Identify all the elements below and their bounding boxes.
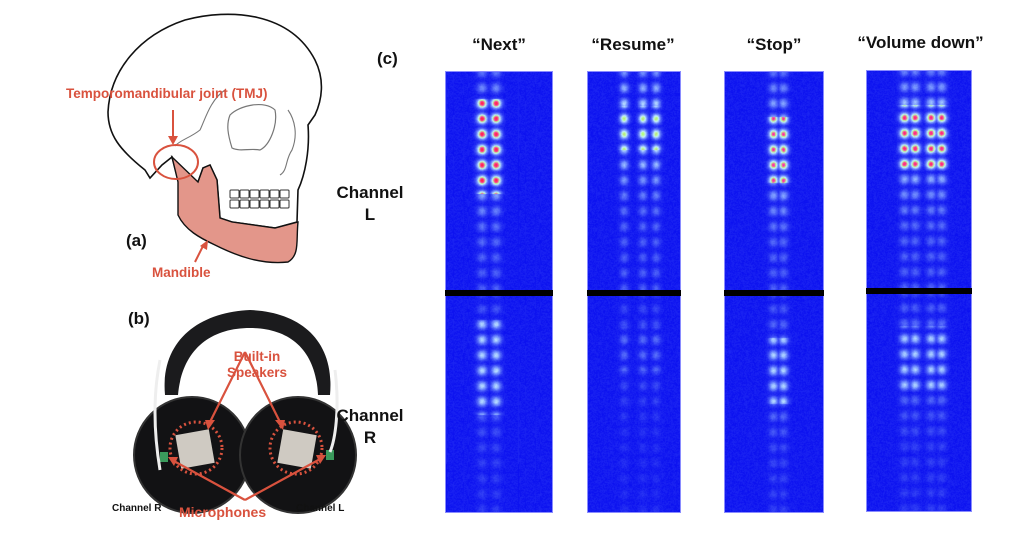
row-label-channel-l: Channel L — [330, 182, 410, 226]
mic-arrowhead-right — [168, 457, 178, 466]
channel-r-photo-label: Channel R — [112, 503, 162, 514]
mic-arrow-left — [244, 457, 323, 501]
cable-left — [328, 369, 339, 453]
mic-arrowhead-left — [316, 455, 326, 464]
right-speaker — [175, 429, 215, 469]
channel-separator — [866, 288, 972, 294]
headphones-photo — [133, 310, 357, 514]
mandible-label: Mandible — [152, 265, 211, 280]
headband — [164, 310, 331, 395]
skull-outline — [107, 13, 323, 229]
panel-c-tag: (c) — [377, 49, 398, 68]
row-label-l-line1: Channel — [336, 183, 404, 202]
column-title-volume-down: “Volume down” — [857, 33, 984, 52]
speaker-arrow-left — [244, 351, 281, 423]
speakers-label-line2: Speakers — [226, 365, 288, 380]
column-title-resume: “Resume” — [591, 35, 675, 54]
tmj-arrowhead — [168, 136, 178, 145]
skull-diagram — [107, 13, 323, 264]
row-label-r-line1: Channel — [336, 406, 404, 425]
speakers-label: Built-in Speakers — [222, 349, 292, 381]
tmj-circle — [153, 144, 199, 180]
panel-b-tag: (b) — [128, 309, 150, 328]
mandible-arrowhead — [200, 240, 208, 250]
mandible-shape — [170, 154, 299, 264]
channel-separator — [587, 290, 681, 296]
channel-separator — [724, 290, 824, 296]
speakers-label-line1: Built-in — [233, 349, 281, 364]
right-mic-board — [160, 452, 168, 462]
column-title-next: “Next” — [472, 35, 526, 54]
cable-right — [153, 359, 162, 471]
microphones-label: Microphones — [179, 504, 267, 520]
left-mic-board — [326, 450, 334, 460]
column-title-stop: “Stop” — [746, 35, 802, 54]
panel-a-tag: (a) — [126, 231, 147, 250]
cheek-line — [174, 89, 226, 147]
tmj-label: Temporomandibular joint (TMJ) — [66, 86, 268, 101]
left-speaker-ring — [268, 420, 324, 476]
speaker-arrowhead-right — [205, 420, 215, 430]
channel-separator — [445, 290, 553, 296]
speaker-arrow-right — [209, 351, 246, 423]
left-speaker — [277, 429, 317, 469]
row-label-r-line2: R — [363, 428, 377, 447]
row-label-channel-r: Channel R — [330, 405, 410, 449]
eye-socket — [227, 103, 277, 151]
row-label-l-line2: L — [364, 205, 376, 224]
nose-line — [279, 109, 296, 176]
teeth — [229, 189, 290, 209]
mic-arrow-right — [171, 459, 246, 501]
channel-l-photo-label: Channel L — [296, 503, 345, 514]
speaker-arrowhead-left — [275, 420, 285, 430]
